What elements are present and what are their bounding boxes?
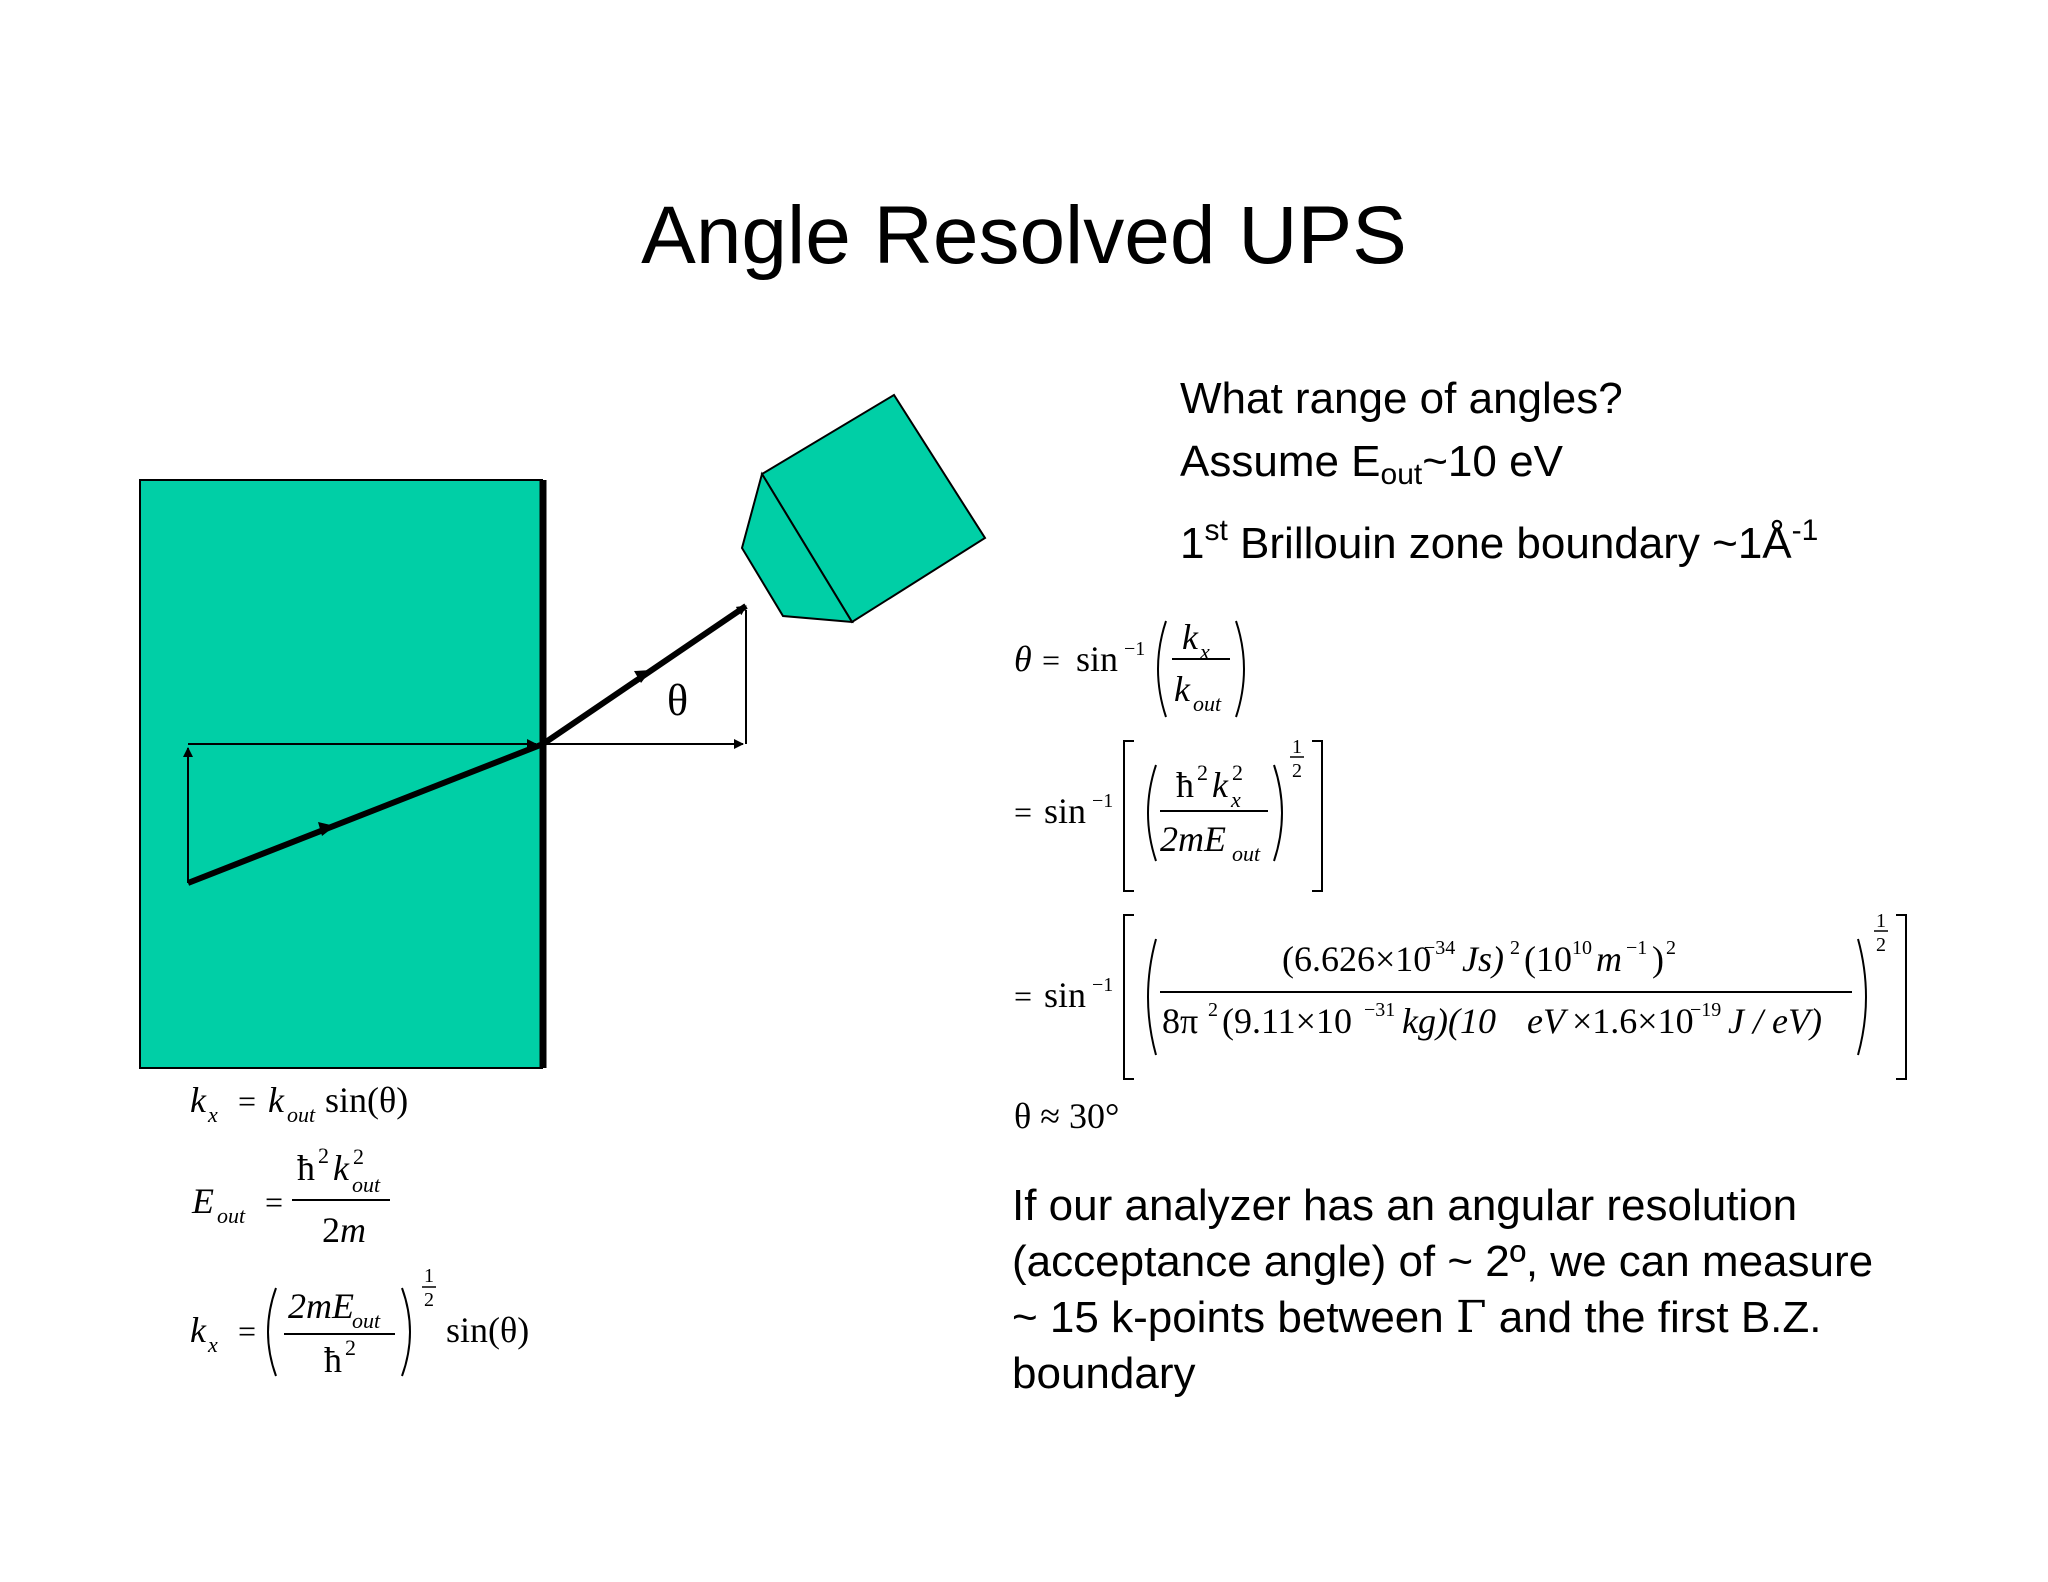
svg-text:J / eV): J / eV) [1728, 1001, 1822, 1041]
svg-text:=: = [1014, 794, 1032, 830]
svg-text:out: out [352, 1172, 381, 1197]
svg-text:k: k [1212, 765, 1229, 805]
svg-text:sin(θ): sin(θ) [446, 1310, 529, 1350]
svg-text:2: 2 [1510, 937, 1520, 959]
svg-text:2: 2 [322, 1210, 340, 1250]
svg-text:k: k [190, 1080, 207, 1120]
svg-text:θ: θ [1014, 639, 1032, 679]
svg-text:eV: eV [1527, 1001, 1569, 1041]
svg-text:k: k [268, 1080, 285, 1120]
svg-text:m: m [340, 1210, 366, 1250]
equation-theta-approx: θ ≈ 30° [1014, 1096, 1119, 1136]
svg-text:): ) [1652, 939, 1664, 979]
svg-text:−1: −1 [1092, 790, 1113, 812]
theta-label: θ [667, 676, 688, 725]
equation-kx-sin: k x = k out sin(θ) [190, 1080, 408, 1127]
question-line-2: Assume Eout~10 eV [1180, 437, 1563, 491]
equation-theta-numerical: = sin −1 (6.626×10 −34 Js) 2 (10 10 m −1… [1014, 910, 1907, 1080]
svg-text:1: 1 [1292, 736, 1302, 758]
svg-text:=: = [238, 1083, 256, 1119]
equation-kx-energy: k x = 2mE out ħ 2 1 2 sin(θ) [190, 1265, 529, 1380]
svg-text:(6.626×10: (6.626×10 [1282, 939, 1431, 979]
paragraph-line-1: If our analyzer has an angular resolutio… [1012, 1181, 1798, 1230]
svg-text:2: 2 [318, 1143, 329, 1168]
resolution-paragraph: If our analyzer has an angular resolutio… [1012, 1178, 1972, 1402]
svg-text:2: 2 [345, 1335, 356, 1360]
svg-text:2: 2 [1208, 999, 1218, 1021]
svg-text:2: 2 [1666, 937, 1676, 959]
svg-text:x: x [1230, 787, 1241, 812]
svg-text:−1: −1 [1124, 638, 1145, 660]
question-line-1: What range of angles? [1180, 374, 1623, 423]
svg-text:=: = [1042, 642, 1060, 678]
svg-text:−1: −1 [1092, 974, 1113, 996]
svg-text:=: = [265, 1184, 283, 1220]
svg-text:out: out [352, 1308, 381, 1333]
svg-text:2: 2 [424, 1289, 434, 1311]
analyzer-face [740, 471, 854, 624]
outgoing-arrowhead [634, 670, 651, 683]
svg-text:(10: (10 [1524, 939, 1572, 979]
svg-text:2: 2 [353, 1144, 364, 1169]
svg-text:1: 1 [1876, 910, 1886, 932]
svg-text:×1.6×10: ×1.6×10 [1572, 1001, 1694, 1041]
photoemission-diagram: θ [139, 393, 987, 1069]
left-equations: k x = k out sin(θ) E out = ħ 2 k 2 out 2… [190, 1080, 529, 1380]
equation-theta-inverse-sine: θ = sin −1 k x k out [1014, 617, 1245, 718]
svg-text:sin: sin [1076, 639, 1118, 679]
svg-text:k: k [333, 1148, 350, 1188]
equation-eout: E out = ħ 2 k 2 out 2 m [191, 1143, 390, 1250]
svg-text:2: 2 [1292, 760, 1302, 782]
question-line-3: 1st Brillouin zone boundary ~1Å-1 [1180, 514, 1819, 568]
paragraph-line-3: ~ 15 k-points between Γ and the first B.… [1012, 1292, 1822, 1343]
internal-k-vector [186, 741, 545, 886]
svg-text:k: k [1182, 617, 1199, 657]
svg-text:−34: −34 [1424, 937, 1455, 959]
slide-title: Angle Resolved UPS [641, 190, 1407, 281]
svg-text:x: x [1199, 639, 1210, 664]
svg-text:−1: −1 [1626, 937, 1647, 959]
paragraph-line-2: (acceptance angle) of ~ 2º, we can measu… [1012, 1237, 1874, 1286]
svg-text:2mE: 2mE [288, 1286, 354, 1326]
sample-block [139, 479, 543, 1069]
svg-text:k: k [1174, 669, 1191, 709]
svg-text:sin(θ): sin(θ) [325, 1080, 408, 1120]
right-equations: θ = sin −1 k x k out = sin −1 ħ 2 k 2 x … [1014, 617, 1907, 1136]
svg-text:ħ: ħ [1176, 765, 1194, 805]
svg-text:=: = [1014, 978, 1032, 1014]
svg-text:m: m [1596, 939, 1622, 979]
svg-text:k: k [190, 1310, 207, 1350]
svg-text:x: x [207, 1102, 218, 1127]
svg-text:x: x [207, 1332, 218, 1357]
internal-arrowhead [318, 822, 335, 836]
svg-text:(9.11×10: (9.11×10 [1222, 1001, 1352, 1041]
svg-text:sin: sin [1044, 791, 1086, 831]
svg-text:out: out [287, 1102, 316, 1127]
svg-text:−19: −19 [1690, 999, 1721, 1021]
svg-text:=: = [238, 1313, 256, 1349]
svg-text:−31: −31 [1364, 999, 1395, 1021]
svg-text:E: E [191, 1181, 214, 1221]
svg-text:2mE: 2mE [1160, 819, 1226, 859]
svg-text:8π: 8π [1162, 1001, 1198, 1041]
svg-text:2: 2 [1232, 760, 1243, 785]
svg-text:out: out [217, 1203, 246, 1228]
svg-text:out: out [1193, 691, 1222, 716]
svg-text:out: out [1232, 841, 1261, 866]
svg-text:2: 2 [1197, 760, 1208, 785]
svg-text:1: 1 [424, 1265, 434, 1287]
svg-text:sin: sin [1044, 975, 1086, 1015]
svg-text:ħ: ħ [324, 1340, 342, 1380]
svg-text:2: 2 [1876, 934, 1886, 956]
svg-text:10: 10 [1572, 937, 1592, 959]
svg-text:Js): Js) [1462, 939, 1504, 979]
equation-theta-energy-form: = sin −1 ħ 2 k 2 x 2mE out 1 2 [1014, 736, 1323, 892]
svg-text:ħ: ħ [297, 1148, 315, 1188]
svg-text:kg)(10: kg)(10 [1402, 1001, 1496, 1041]
paragraph-line-4: boundary [1012, 1349, 1196, 1398]
